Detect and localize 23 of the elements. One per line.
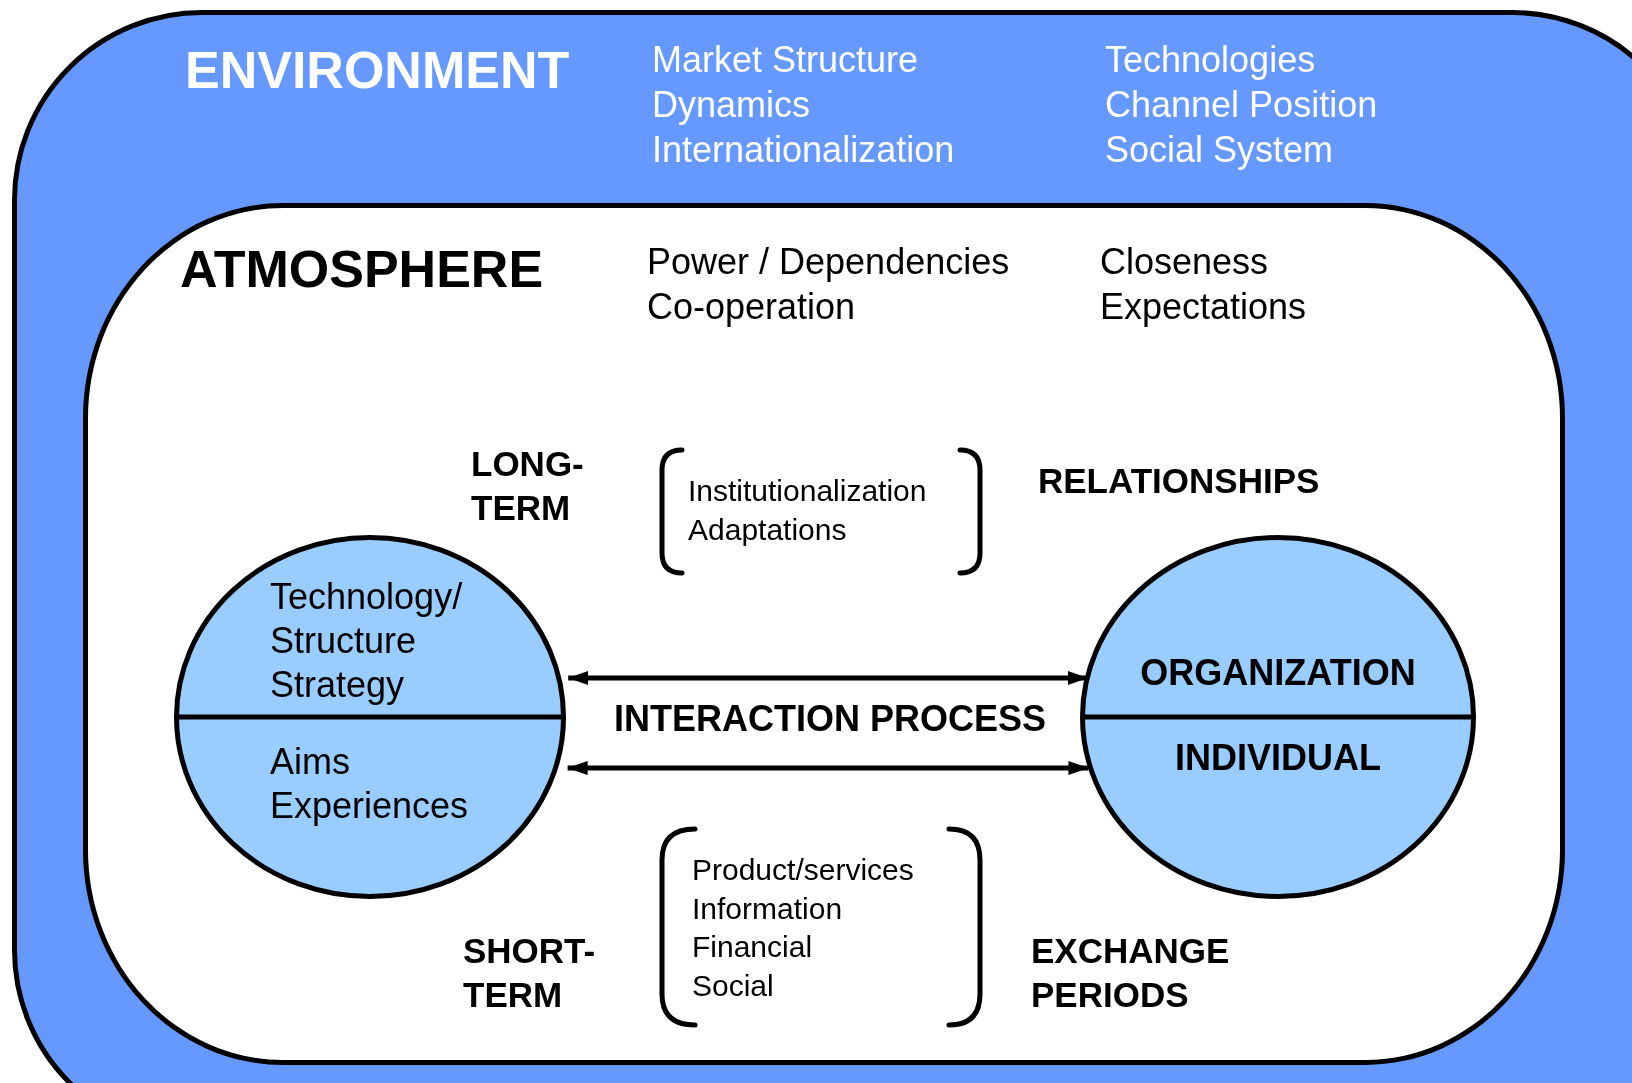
party-label: INDIVIDUAL — [1174, 736, 1382, 780]
term-label: SHORT- TERM — [463, 930, 596, 1016]
party-label: ORGANIZATION — [1139, 651, 1417, 695]
term-label: EXCHANGE PERIODS — [1031, 930, 1230, 1016]
item-list: Product/services Information Financial Social — [692, 851, 914, 1005]
panel-heading: ATMOSPHERE — [180, 239, 545, 299]
split-circle — [174, 535, 566, 899]
process-label: INTERACTION PROCESS — [612, 697, 1047, 741]
rounded-panel — [83, 203, 1565, 1065]
double-arrow — [567, 761, 1089, 775]
factor-list: Closeness Expectations — [1100, 239, 1340, 329]
split-circle — [1080, 535, 1476, 899]
panel-heading: ENVIRONMENT — [185, 40, 571, 100]
item-list: Institutionalization Adaptations — [688, 472, 927, 549]
factor-list: Market Structure Dynamics Internationalization — [652, 37, 982, 172]
rounded-panel — [12, 10, 1632, 1083]
double-arrow — [568, 671, 1088, 685]
factor-list: Aims Experiences — [270, 740, 469, 828]
factor-list: Technologies Channel Position Social System — [1105, 37, 1405, 172]
factor-list: Technology/ Structure Strategy — [270, 575, 463, 707]
term-label: RELATIONSHIPS — [1038, 460, 1321, 502]
term-label: LONG- TERM — [471, 443, 584, 529]
factor-list: Power / Dependencies Co-operation — [647, 239, 1047, 329]
